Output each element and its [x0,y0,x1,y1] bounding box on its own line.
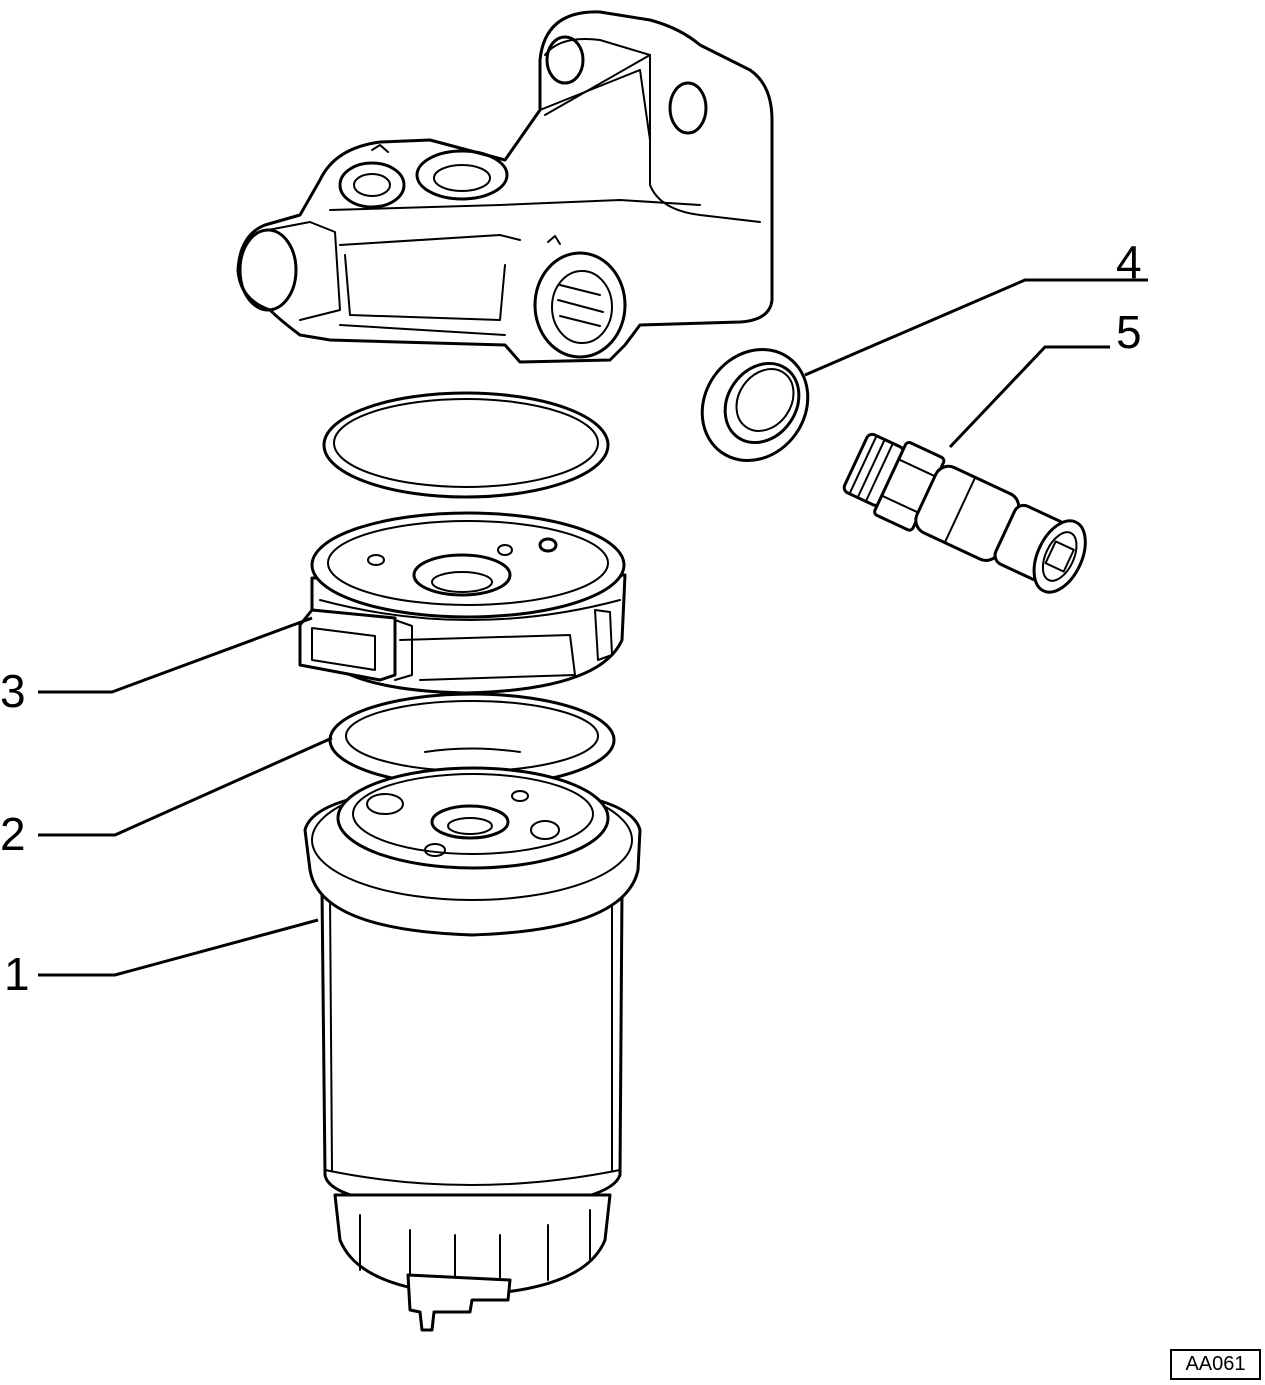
callout-3: 3 [0,665,26,717]
reference-code-label: AA061 [1170,1349,1261,1380]
filter-mounting-ring [298,511,627,695]
leader-line-1 [38,918,319,977]
fuel-filter-cartridge [303,766,642,1332]
callout-4: 4 [1116,236,1142,288]
callout-1: 1 [4,948,30,1000]
leader-lines [38,278,1148,977]
upper-o-ring [322,391,610,499]
callout-2: 2 [0,808,26,860]
pressure-sensor [842,432,1087,594]
leader-line-2 [38,736,333,837]
callout-5: 5 [1116,306,1142,358]
leader-line-4 [804,278,1148,377]
sealing-washer [700,348,810,462]
filter-head-bracket [236,10,774,364]
leader-line-5 [948,345,1110,449]
leader-line-3 [38,616,313,694]
